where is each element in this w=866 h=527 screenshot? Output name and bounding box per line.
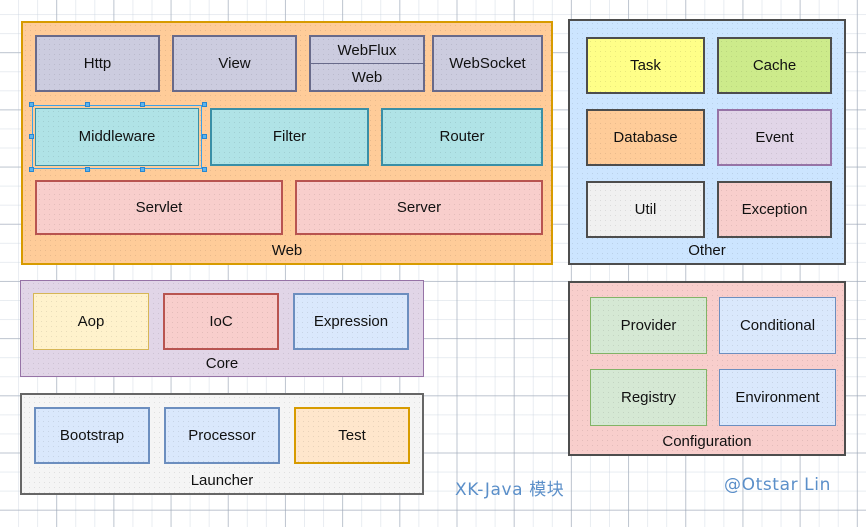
resize-handle-n2[interactable]: [140, 102, 145, 107]
resize-handle-n[interactable]: [85, 102, 90, 107]
node-webflux[interactable]: WebFlux: [311, 37, 423, 64]
node-task-label: Task: [630, 56, 661, 74]
resize-handle-s2[interactable]: [140, 167, 145, 172]
node-ioc[interactable]: IoC: [163, 293, 279, 350]
node-expression[interactable]: Expression: [293, 293, 409, 350]
node-registry[interactable]: Registry: [590, 369, 707, 426]
node-processor-label: Processor: [188, 426, 256, 444]
node-environment[interactable]: Environment: [719, 369, 836, 426]
node-router[interactable]: Router: [381, 108, 543, 166]
node-test-label: Test: [338, 426, 366, 444]
node-registry-label: Registry: [620, 388, 676, 406]
node-view-label: View: [218, 54, 251, 72]
resize-handle-se[interactable]: [202, 167, 207, 172]
node-database-label: Database: [613, 128, 678, 146]
watermark-title: XK-Java 模块: [455, 480, 565, 500]
node-provider-label: Provider: [620, 316, 677, 334]
panel-core[interactable]: Aop IoC Expression Core: [20, 280, 424, 377]
node-expression-label: Expression: [313, 312, 389, 330]
node-conditional[interactable]: Conditional: [719, 297, 836, 354]
panel-configuration-title: Configuration: [662, 433, 752, 450]
node-servlet[interactable]: Servlet: [35, 180, 283, 235]
node-filter[interactable]: Filter: [210, 108, 369, 166]
panel-launcher-title: Launcher: [190, 472, 254, 489]
panel-other-title: Other: [688, 242, 726, 259]
node-exception-label: Exception: [741, 200, 808, 218]
node-conditional-label: Conditional: [739, 316, 816, 334]
node-processor[interactable]: Processor: [164, 407, 280, 464]
node-exception[interactable]: Exception: [717, 181, 832, 238]
resize-handle-e[interactable]: [202, 134, 207, 139]
node-http-label: Http: [83, 54, 112, 72]
resize-handle-w[interactable]: [29, 134, 34, 139]
node-bootstrap[interactable]: Bootstrap: [34, 407, 150, 464]
resize-handle-nw[interactable]: [29, 102, 34, 107]
node-websocket-label: WebSocket: [449, 54, 526, 72]
node-ioc-label: IoC: [209, 312, 233, 330]
node-cache[interactable]: Cache: [717, 37, 832, 94]
node-database[interactable]: Database: [586, 109, 705, 166]
node-http[interactable]: Http: [35, 35, 160, 92]
panel-launcher[interactable]: Bootstrap Processor Test Launcher: [20, 393, 424, 495]
panel-other[interactable]: Task Cache Database Event Util Exception…: [568, 19, 846, 265]
resize-handle-sw[interactable]: [29, 167, 34, 172]
node-environment-label: Environment: [735, 388, 820, 406]
resize-handle-s[interactable]: [85, 167, 90, 172]
node-server-label: Server: [396, 198, 442, 216]
node-aop-label: Aop: [77, 312, 105, 330]
node-web-sub[interactable]: Web: [311, 64, 423, 90]
node-event[interactable]: Event: [717, 109, 832, 166]
panel-web[interactable]: Http View WebFlux Web WebSocket Middlewa…: [21, 21, 553, 265]
node-task[interactable]: Task: [586, 37, 705, 94]
watermark-author: @Otstar Lin: [724, 475, 831, 495]
node-middleware[interactable]: Middleware: [29, 102, 207, 172]
node-webflux-web[interactable]: WebFlux Web: [309, 35, 425, 92]
node-cache-label: Cache: [752, 56, 797, 74]
panel-configuration[interactable]: Provider Conditional Registry Environmen…: [568, 281, 846, 456]
node-router-label: Router: [439, 127, 485, 145]
node-test[interactable]: Test: [294, 407, 410, 464]
node-bootstrap-label: Bootstrap: [59, 426, 125, 444]
node-middleware-label: Middleware: [78, 127, 156, 145]
node-provider[interactable]: Provider: [590, 297, 707, 354]
node-web-sub-label: Web: [351, 68, 383, 86]
node-event-label: Event: [755, 128, 794, 146]
node-aop[interactable]: Aop: [33, 293, 149, 350]
panel-core-title: Core: [205, 355, 239, 372]
node-view[interactable]: View: [172, 35, 297, 92]
node-util-label: Util: [634, 200, 657, 218]
node-util[interactable]: Util: [586, 181, 705, 238]
node-servlet-label: Servlet: [135, 198, 183, 216]
panel-web-title: Web: [271, 242, 303, 259]
node-webflux-label: WebFlux: [337, 41, 397, 59]
node-filter-label: Filter: [272, 127, 307, 145]
node-server[interactable]: Server: [295, 180, 543, 235]
node-websocket[interactable]: WebSocket: [432, 35, 543, 92]
resize-handle-ne[interactable]: [202, 102, 207, 107]
